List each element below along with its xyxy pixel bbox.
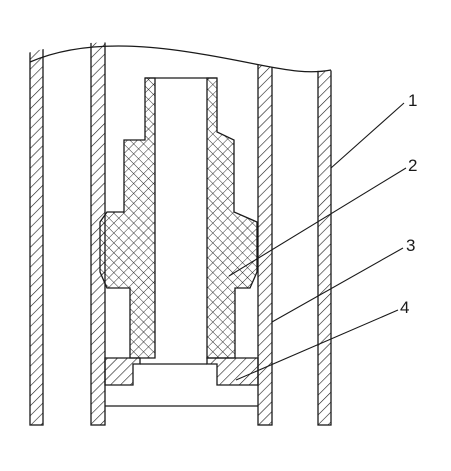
seal-element-left	[99, 77, 156, 359]
outer-wall-left	[29, 42, 44, 426]
callout-label-2: 2	[408, 156, 417, 175]
seal-element-right	[206, 77, 258, 359]
seat-ring-left	[104, 357, 141, 386]
leader-2	[228, 167, 407, 277]
callout-label-3: 3	[406, 236, 415, 255]
callout-label-1: 1	[408, 91, 417, 110]
seat-ring-right	[206, 357, 259, 386]
break-line	[29, 45, 332, 73]
leader-1	[330, 102, 405, 169]
callout-label-4: 4	[400, 298, 409, 317]
leader-3	[271, 247, 404, 323]
inner-wall-right	[257, 42, 273, 426]
section-body	[29, 42, 332, 426]
leader-4	[235, 309, 399, 381]
outer-wall-right	[317, 42, 332, 426]
